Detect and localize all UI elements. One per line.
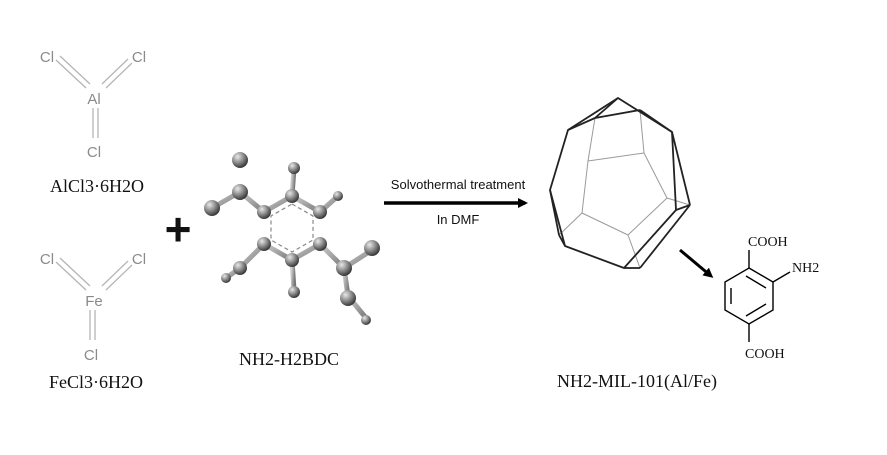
fe-ligand-top-right: Cl — [132, 251, 146, 268]
al-ligand-top-left: Cl — [40, 49, 54, 66]
fe-ligand-top-left: Cl — [40, 251, 54, 268]
product-label: NH2-MIL-101(Al/Fe) — [557, 371, 717, 392]
al-atom: Al — [87, 91, 100, 108]
al-ligand-top-right: Cl — [132, 49, 146, 66]
al-ligand-bottom: Cl — [87, 144, 101, 161]
structure-arrow — [679, 248, 714, 278]
alcl3-label: AlCl3·6H2O — [50, 176, 144, 196]
arrow-condition-below: In DMF — [437, 212, 480, 227]
amino-terephthalic-structure: COOH NH2 COOH — [724, 235, 819, 362]
fecl3-structure: Cl Cl Fe Cl — [40, 251, 146, 364]
cage-polyhedron — [549, 97, 691, 269]
alcl3-structure: Cl Cl Al Cl — [40, 49, 146, 161]
fe-ligand-bottom: Cl — [84, 347, 98, 364]
cooh-top-label: COOH — [748, 235, 788, 250]
linker-molecule — [204, 152, 380, 325]
cooh-bottom-label: COOH — [745, 347, 785, 362]
arrow-condition-above: Solvothermal treatment — [391, 177, 526, 192]
fe-atom: Fe — [85, 293, 103, 310]
linker-label: NH2-H2BDC — [239, 349, 339, 369]
plus-sign: + — [165, 203, 192, 255]
nh2-group-label: NH2 — [792, 261, 819, 276]
fecl3-label: FeCl3·6H2O — [49, 372, 143, 392]
